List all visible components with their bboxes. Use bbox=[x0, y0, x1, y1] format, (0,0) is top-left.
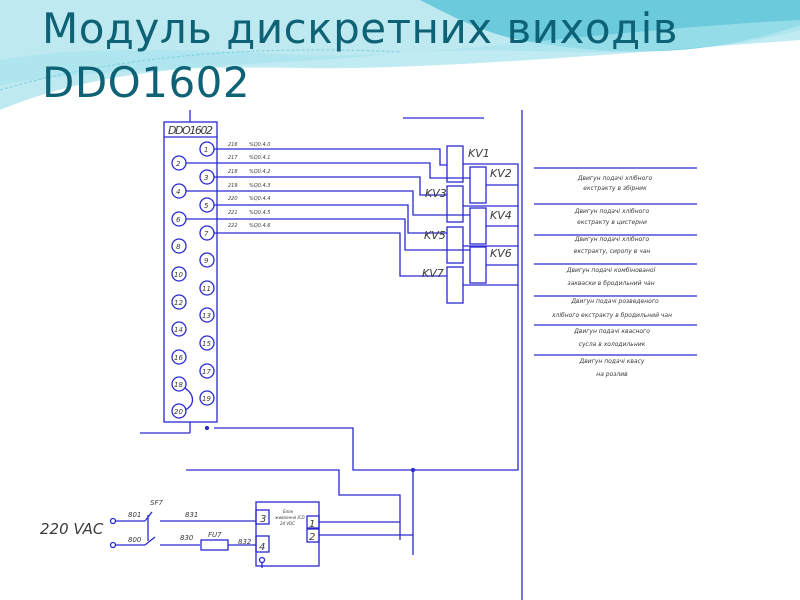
wire-801: 801 bbox=[128, 511, 141, 519]
svg-text:2: 2 bbox=[309, 532, 315, 543]
svg-text:4: 4 bbox=[259, 542, 265, 553]
svg-text:6: 6 bbox=[176, 216, 181, 224]
svg-text:18: 18 bbox=[174, 381, 183, 389]
svg-text:12: 12 bbox=[174, 299, 183, 307]
svg-text:16: 16 bbox=[174, 354, 183, 362]
svg-text:216: 216 bbox=[228, 142, 238, 148]
svg-text:KV4: KV4 bbox=[490, 209, 512, 222]
svg-text:2: 2 bbox=[176, 160, 181, 168]
svg-text:закваски в бродильний чан: закваски в бродильний чан bbox=[567, 280, 654, 287]
svg-text:Двигун подачі розведеного: Двигун подачі розведеного bbox=[570, 298, 659, 305]
svg-text:екстракту в збірник: екстракту в збірник bbox=[583, 185, 647, 192]
svg-text:хлібного екстракту в бродильни: хлібного екстракту в бродильний чан bbox=[551, 312, 672, 319]
svg-text:KV6: KV6 bbox=[490, 247, 512, 260]
svg-text:20: 20 bbox=[174, 408, 183, 416]
load-lines bbox=[534, 167, 697, 356]
svg-text:1: 1 bbox=[204, 146, 208, 154]
svg-text:15: 15 bbox=[202, 340, 211, 348]
svg-text:%Q0.4.6: %Q0.4.6 bbox=[249, 223, 270, 229]
svg-text:Двигун подачі хлібного: Двигун подачі хлібного bbox=[574, 208, 650, 215]
svg-text:%Q0.4.4: %Q0.4.4 bbox=[249, 196, 270, 202]
svg-text:19: 19 bbox=[202, 395, 211, 403]
svg-text:KV7: KV7 bbox=[422, 267, 444, 280]
svg-text:%Q0.4.0: %Q0.4.0 bbox=[249, 142, 270, 148]
svg-text:екстракту в цистерни: екстракту в цистерни bbox=[577, 219, 647, 226]
load-descriptions: Двигун подачі хлібного екстракту в збірни… bbox=[551, 175, 672, 378]
svg-text:%Q0.4.1: %Q0.4.1 bbox=[249, 155, 270, 161]
title-line-2: DDO1602 bbox=[42, 58, 251, 107]
svg-text:11: 11 bbox=[202, 285, 211, 293]
breaker-label: SF7 bbox=[150, 499, 163, 507]
svg-text:217: 217 bbox=[228, 155, 238, 161]
svg-text:7: 7 bbox=[204, 230, 209, 238]
svg-text:KV1: KV1 bbox=[468, 147, 490, 160]
wire-800: 800 bbox=[128, 536, 142, 544]
terminal-numbers: 1 3 5 7 9 11 13 15 17 19 2 4 6 8 10 12 1… bbox=[174, 146, 211, 416]
svg-text:Двигун подачі квасу: Двигун подачі квасу bbox=[579, 358, 645, 365]
svg-text:на розлив: на розлив bbox=[596, 371, 628, 378]
fuse-label: FU7 bbox=[208, 531, 222, 539]
svg-text:10: 10 bbox=[174, 271, 183, 279]
relay-labels: KV1 KV2 KV3 KV4 KV5 KV6 KV7 bbox=[422, 147, 512, 280]
module-label: DDO1602 bbox=[168, 124, 213, 137]
svg-text:екстракту, сиропу в чан: екстракту, сиропу в чан bbox=[574, 248, 651, 255]
svg-text:Двигун подачі квасного: Двигун подачі квасного bbox=[573, 328, 650, 335]
svg-text:%Q0.4.2: %Q0.4.2 bbox=[249, 169, 270, 175]
svg-text:221: 221 bbox=[228, 210, 238, 216]
svg-text:3: 3 bbox=[260, 514, 266, 525]
svg-text:%Q0.4.3: %Q0.4.3 bbox=[249, 183, 270, 189]
svg-text:KV5: KV5 bbox=[424, 229, 446, 242]
svg-text:Двигун подачі хлібного: Двигун подачі хлібного bbox=[574, 236, 650, 243]
power-supply-block: 3 4 1 2 Блок живлення ICD 24 VDC bbox=[255, 501, 413, 568]
svg-text:3: 3 bbox=[204, 174, 208, 182]
svg-text:219: 219 bbox=[228, 183, 238, 189]
svg-text:222: 222 bbox=[228, 223, 238, 229]
svg-text:17: 17 bbox=[202, 368, 211, 376]
title-line-1: Модуль дискретних виходів bbox=[42, 4, 679, 53]
svg-text:220: 220 bbox=[228, 196, 238, 202]
supply-label: 220 VAC bbox=[40, 520, 104, 538]
svg-text:13: 13 bbox=[202, 312, 211, 320]
svg-text:живлення ICD: живлення ICD bbox=[274, 515, 305, 520]
svg-text:KV2: KV2 bbox=[490, 167, 512, 180]
svg-text:4: 4 bbox=[176, 188, 180, 196]
wire-830: 830 bbox=[180, 534, 194, 542]
svg-text:Двигун подачі хлібного: Двигун подачі хлібного bbox=[577, 175, 653, 182]
svg-text:%Q0.4.5: %Q0.4.5 bbox=[249, 210, 270, 216]
svg-text:5: 5 bbox=[204, 202, 209, 210]
svg-text:1: 1 bbox=[309, 519, 315, 530]
svg-text:14: 14 bbox=[174, 326, 183, 334]
svg-text:24 VDC: 24 VDC bbox=[280, 521, 295, 526]
svg-text:сусла в холодильник: сусла в холодильник bbox=[579, 341, 646, 348]
svg-text:9: 9 bbox=[204, 257, 209, 265]
wire-831: 831 bbox=[185, 511, 198, 519]
wire-labels: 216 %Q0.4.0 217 %Q0.4.1 218 %Q0.4.2 219 %Q0.… bbox=[228, 142, 270, 229]
wire-832: 832 bbox=[238, 538, 252, 546]
svg-text:Блок: Блок bbox=[283, 509, 294, 514]
slide-title: Модуль дискретних виходів DDO1602 bbox=[42, 2, 678, 110]
svg-text:218: 218 bbox=[228, 169, 238, 175]
svg-text:KV3: KV3 bbox=[425, 187, 447, 200]
svg-text:Двигун подачі комбінованої: Двигун подачі комбінованої bbox=[566, 267, 657, 274]
svg-text:8: 8 bbox=[176, 243, 181, 251]
